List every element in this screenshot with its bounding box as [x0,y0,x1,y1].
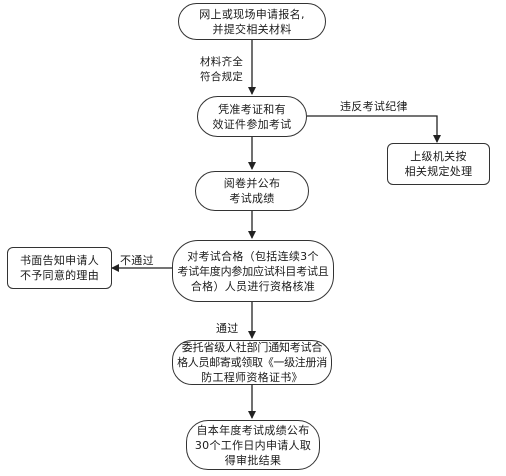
edge-label-fail: 不通过 [120,254,154,267]
node-apply: 网上或现场申请报名, 并提交相关材料 [178,3,326,40]
node-deadline-line-1: 自本年度考试成绩公布 [196,423,310,437]
node-certificate-issue: 委托省级人社部门通知考试合 格人员邮寄或领取《一级注册消 防工程师资格证书》 [172,340,332,385]
node-rejection-notice-line-2: 不予同意的理由 [19,269,100,282]
node-verification-line-1: 对考试合格（包括连续3个 [187,249,319,263]
edge-label-materials-ok-line-1: 材料齐全 [200,56,244,68]
node-exam-line-1: 凭准考证和有 [218,102,286,116]
edge-label-violation: 违反考试纪律 [340,100,408,113]
node-violation-handling: 上级机关按 相关规定处理 [387,143,490,185]
node-rejection-notice: 书面告知申请人 不予同意的理由 [7,247,112,289]
node-exam: 凭准考证和有 效证件参加考试 [197,96,307,137]
node-grading-line-1: 阅卷并公布 [223,177,281,190]
node-apply-line-1: 网上或现场申请报名, [199,7,305,21]
node-deadline-line-2: 30个工作日内申请人取 [194,438,312,452]
edge-label-materials-ok: 材料齐全 符合规定 [200,55,243,85]
node-grading-line-2: 考试成绩 [229,192,275,205]
node-certificate-issue-line-1: 委托省级人社部门通知考试合 [181,341,323,354]
node-deadline-line-3: 得审批结果 [224,453,282,467]
edge-label-materials-ok-line-2: 符合规定 [200,71,244,83]
node-rejection-notice-line-1: 书面告知申请人 [19,254,100,267]
node-verification: 对考试合格（包括连续3个 考试年度内参加应试科目考试且 合格）人员进行资格核准 [172,240,334,302]
edge-label-pass: 通过 [216,322,239,335]
arrow-exam-to-violation [307,115,441,143]
node-certificate-issue-line-2: 格人员邮寄或领取《一级注册消 [177,356,327,369]
node-verification-line-2: 考试年度内参加应试科目考试且 [177,264,329,278]
node-violation-handling-line-2: 相关规定处理 [404,165,473,178]
node-violation-handling-line-1: 上级机关按 [410,150,467,163]
node-apply-line-2: 并提交相关材料 [212,22,292,36]
node-verification-line-3: 合格）人员进行资格核准 [190,279,316,293]
node-deadline: 自本年度考试成绩公布 30个工作日内申请人取 得审批结果 [186,420,320,470]
node-grading: 阅卷并公布 考试成绩 [195,171,309,211]
node-exam-line-2: 效证件参加考试 [212,117,292,131]
node-certificate-issue-line-3: 防工程师资格证书》 [201,371,303,384]
